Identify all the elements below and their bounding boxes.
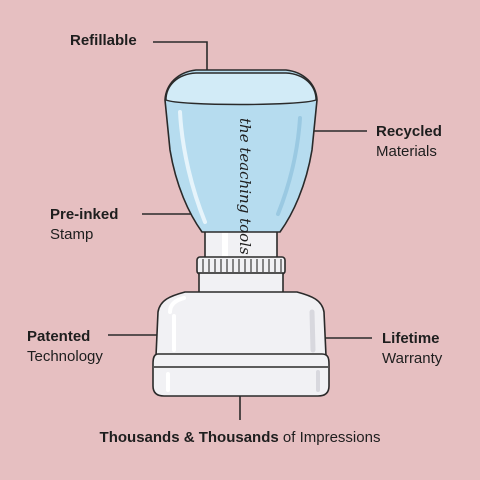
callout-preinked-subtitle: Stamp <box>50 226 94 243</box>
callout-recycled-title: Recycled <box>376 123 442 140</box>
stamp-body <box>155 291 327 357</box>
stamp-base <box>152 353 330 397</box>
callout-patented-title: Patented <box>27 328 91 345</box>
callout-lifetime: Lifetime Warranty <box>382 329 442 369</box>
callout-recycled: Recycled Materials <box>376 122 442 162</box>
brand-text: the teaching tools <box>236 118 254 255</box>
callout-refillable: Refillable <box>70 31 137 51</box>
callout-impressions-subtitle: of Impressions <box>278 429 381 446</box>
stamp-handle: the teaching tools <box>164 69 318 255</box>
leader-lines <box>108 41 372 420</box>
callout-preinked: Pre-inked Stamp <box>50 205 118 245</box>
stamp-collar <box>196 256 286 275</box>
leader-refillable <box>153 41 208 72</box>
callout-impressions-title: Thousands & Thousands <box>99 429 279 446</box>
callout-preinked-title: Pre-inked <box>50 206 119 223</box>
callout-lifetime-title: Lifetime <box>382 330 440 347</box>
callout-patented-subtitle: Technology <box>27 348 103 365</box>
callout-lifetime-subtitle: Warranty <box>382 350 443 367</box>
callout-recycled-subtitle: Materials <box>376 143 437 160</box>
callout-impressions: Thousands & Thousands of Impressions <box>0 428 480 448</box>
callout-refillable-title: Refillable <box>70 32 137 49</box>
callout-patented: Patented Technology <box>27 327 103 367</box>
